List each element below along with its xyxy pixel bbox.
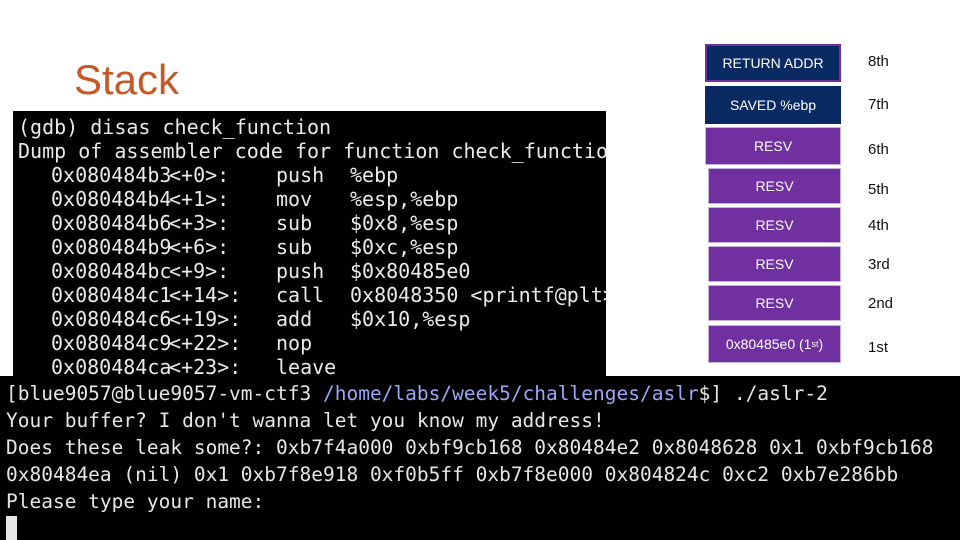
asm-offset: <+9>: <box>169 259 230 283</box>
asm-operands: 0x8048350 <printf@plt> <box>350 283 606 307</box>
asm-offset: <+0>: <box>169 163 230 187</box>
asm-address: 0x080484b4 <box>51 187 172 211</box>
terminal-output-line: Please type your name: <box>6 490 265 513</box>
stack-order-5th: 5th <box>868 181 889 198</box>
stack-cell-resv-5: RESV <box>708 168 841 204</box>
asm-address: 0x080484c1 <box>51 283 172 307</box>
stack-order-4th: 4th <box>868 217 889 234</box>
asm-mnemonic: add <box>276 307 313 331</box>
asm-mnemonic: call <box>276 283 325 307</box>
asm-operands: $0x8,%esp <box>350 211 459 235</box>
stack-order-6th: 6th <box>868 141 889 158</box>
stack-cell-resv-6: RESV <box>705 127 841 165</box>
asm-mnemonic: mov <box>276 187 313 211</box>
asm-row: 0x080484b9<+6>: sub $0xc,%esp <box>18 235 606 259</box>
asm-operands: $0xc,%esp <box>350 235 459 259</box>
terminal-command: ./aslr-2 <box>733 382 828 405</box>
asm-address: 0x080484c9 <box>51 331 172 355</box>
asm-row: 0x080484c9<+22>: nop <box>18 331 606 355</box>
stack-cell-printf-arg-value: 0x80485e0 (1 <box>725 336 812 352</box>
asm-row: 0x080484b4<+1>: mov %esp,%ebp <box>18 187 606 211</box>
asm-mnemonic: leave <box>276 355 337 377</box>
asm-mnemonic: sub <box>276 211 313 235</box>
slide-title: Stack <box>74 56 180 103</box>
asm-row: 0x080484b3<+0>: push %ebp <box>18 163 606 187</box>
asm-offset: <+22>: <box>169 331 242 355</box>
terminal-prompt-line: [blue9057@blue9057-vm-ctf3 /home/labs/we… <box>6 380 960 407</box>
stack-order-2nd: 2nd <box>868 295 894 312</box>
stack-order-3rd: 3rd <box>868 256 890 273</box>
asm-row: 0x080484c1<+14>: call 0x8048350 <printf@pl… <box>18 283 606 307</box>
asm-row: 0x080484ca<+23>: leave <box>18 355 606 377</box>
asm-address: 0x080484b9 <box>51 235 172 259</box>
prompt-end: $] <box>698 382 734 405</box>
asm-address: 0x080484b6 <box>51 211 172 235</box>
asm-operands: %ebp <box>350 163 399 187</box>
asm-offset: <+1>: <box>169 187 230 211</box>
asm-offset: <+3>: <box>169 211 230 235</box>
asm-row: 0x080484c6<+19>: add $0x10,%esp <box>18 307 606 331</box>
asm-offset: <+6>: <box>169 235 230 259</box>
terminal-output-line: Your buffer? I don't wanna let you know … <box>6 409 605 432</box>
gdb-command-line: (gdb) disas check_function <box>18 115 332 139</box>
asm-mnemonic: sub <box>276 235 313 259</box>
asm-mnemonic: nop <box>276 331 313 355</box>
stack-cell-resv-2: RESV <box>708 285 841 321</box>
gdb-dump-header: Dump of assembler code for function chec… <box>18 139 606 163</box>
asm-address: 0x080484c6 <box>51 307 172 331</box>
gdb-disassembly-window: (gdb) disas check_function Dump of assem… <box>13 111 606 377</box>
terminal-window[interactable]: [blue9057@blue9057-vm-ctf3 /home/labs/we… <box>0 376 960 540</box>
stack-order-1st: 1st <box>868 339 889 356</box>
asm-address: 0x080484ca <box>51 355 172 377</box>
prompt-user-host: [blue9057@blue9057-vm-ctf3 <box>6 382 323 405</box>
asm-operands: $0x10,%esp <box>350 307 471 331</box>
asm-offset: <+19>: <box>169 307 242 331</box>
asm-operands: $0x80485e0 <box>350 259 471 283</box>
asm-row: 0x080484b6<+3>: sub $0x8,%esp <box>18 211 606 235</box>
terminal-output-line: Does these leak some?: 0xb7f4a000 0xbf9c… <box>6 436 934 459</box>
asm-address: 0x080484bc <box>51 259 172 283</box>
asm-offset: <+14>: <box>169 283 242 307</box>
asm-offset: <+23>: <box>169 355 242 377</box>
asm-row: 0x080484bc<+9>: push $0x80485e0 <box>18 259 606 283</box>
asm-address: 0x080484b3 <box>51 163 172 187</box>
asm-mnemonic: push <box>276 259 325 283</box>
stack-cell-saved-ebp: SAVED %ebp <box>705 86 841 124</box>
asm-mnemonic: push <box>276 163 325 187</box>
stack-order-7th: 7th <box>868 96 889 113</box>
stack-cell-resv-4: RESV <box>708 207 841 243</box>
stack-cell-resv-3: RESV <box>708 246 841 282</box>
asm-operands: %esp,%ebp <box>350 187 459 211</box>
stack-cell-printf-arg-close: ) <box>818 336 824 352</box>
stack-order-8th: 8th <box>868 53 889 70</box>
terminal-cursor <box>6 516 17 540</box>
stack-cell-return-addr: RETURN ADDR <box>705 44 841 82</box>
terminal-output-line: 0x80484ea (nil) 0x1 0xb7f8e918 0xf0b5ff … <box>6 463 899 486</box>
prompt-path: /home/labs/week5/challenges/aslr <box>322 382 699 405</box>
ordinal-suffix: st <box>811 339 819 349</box>
